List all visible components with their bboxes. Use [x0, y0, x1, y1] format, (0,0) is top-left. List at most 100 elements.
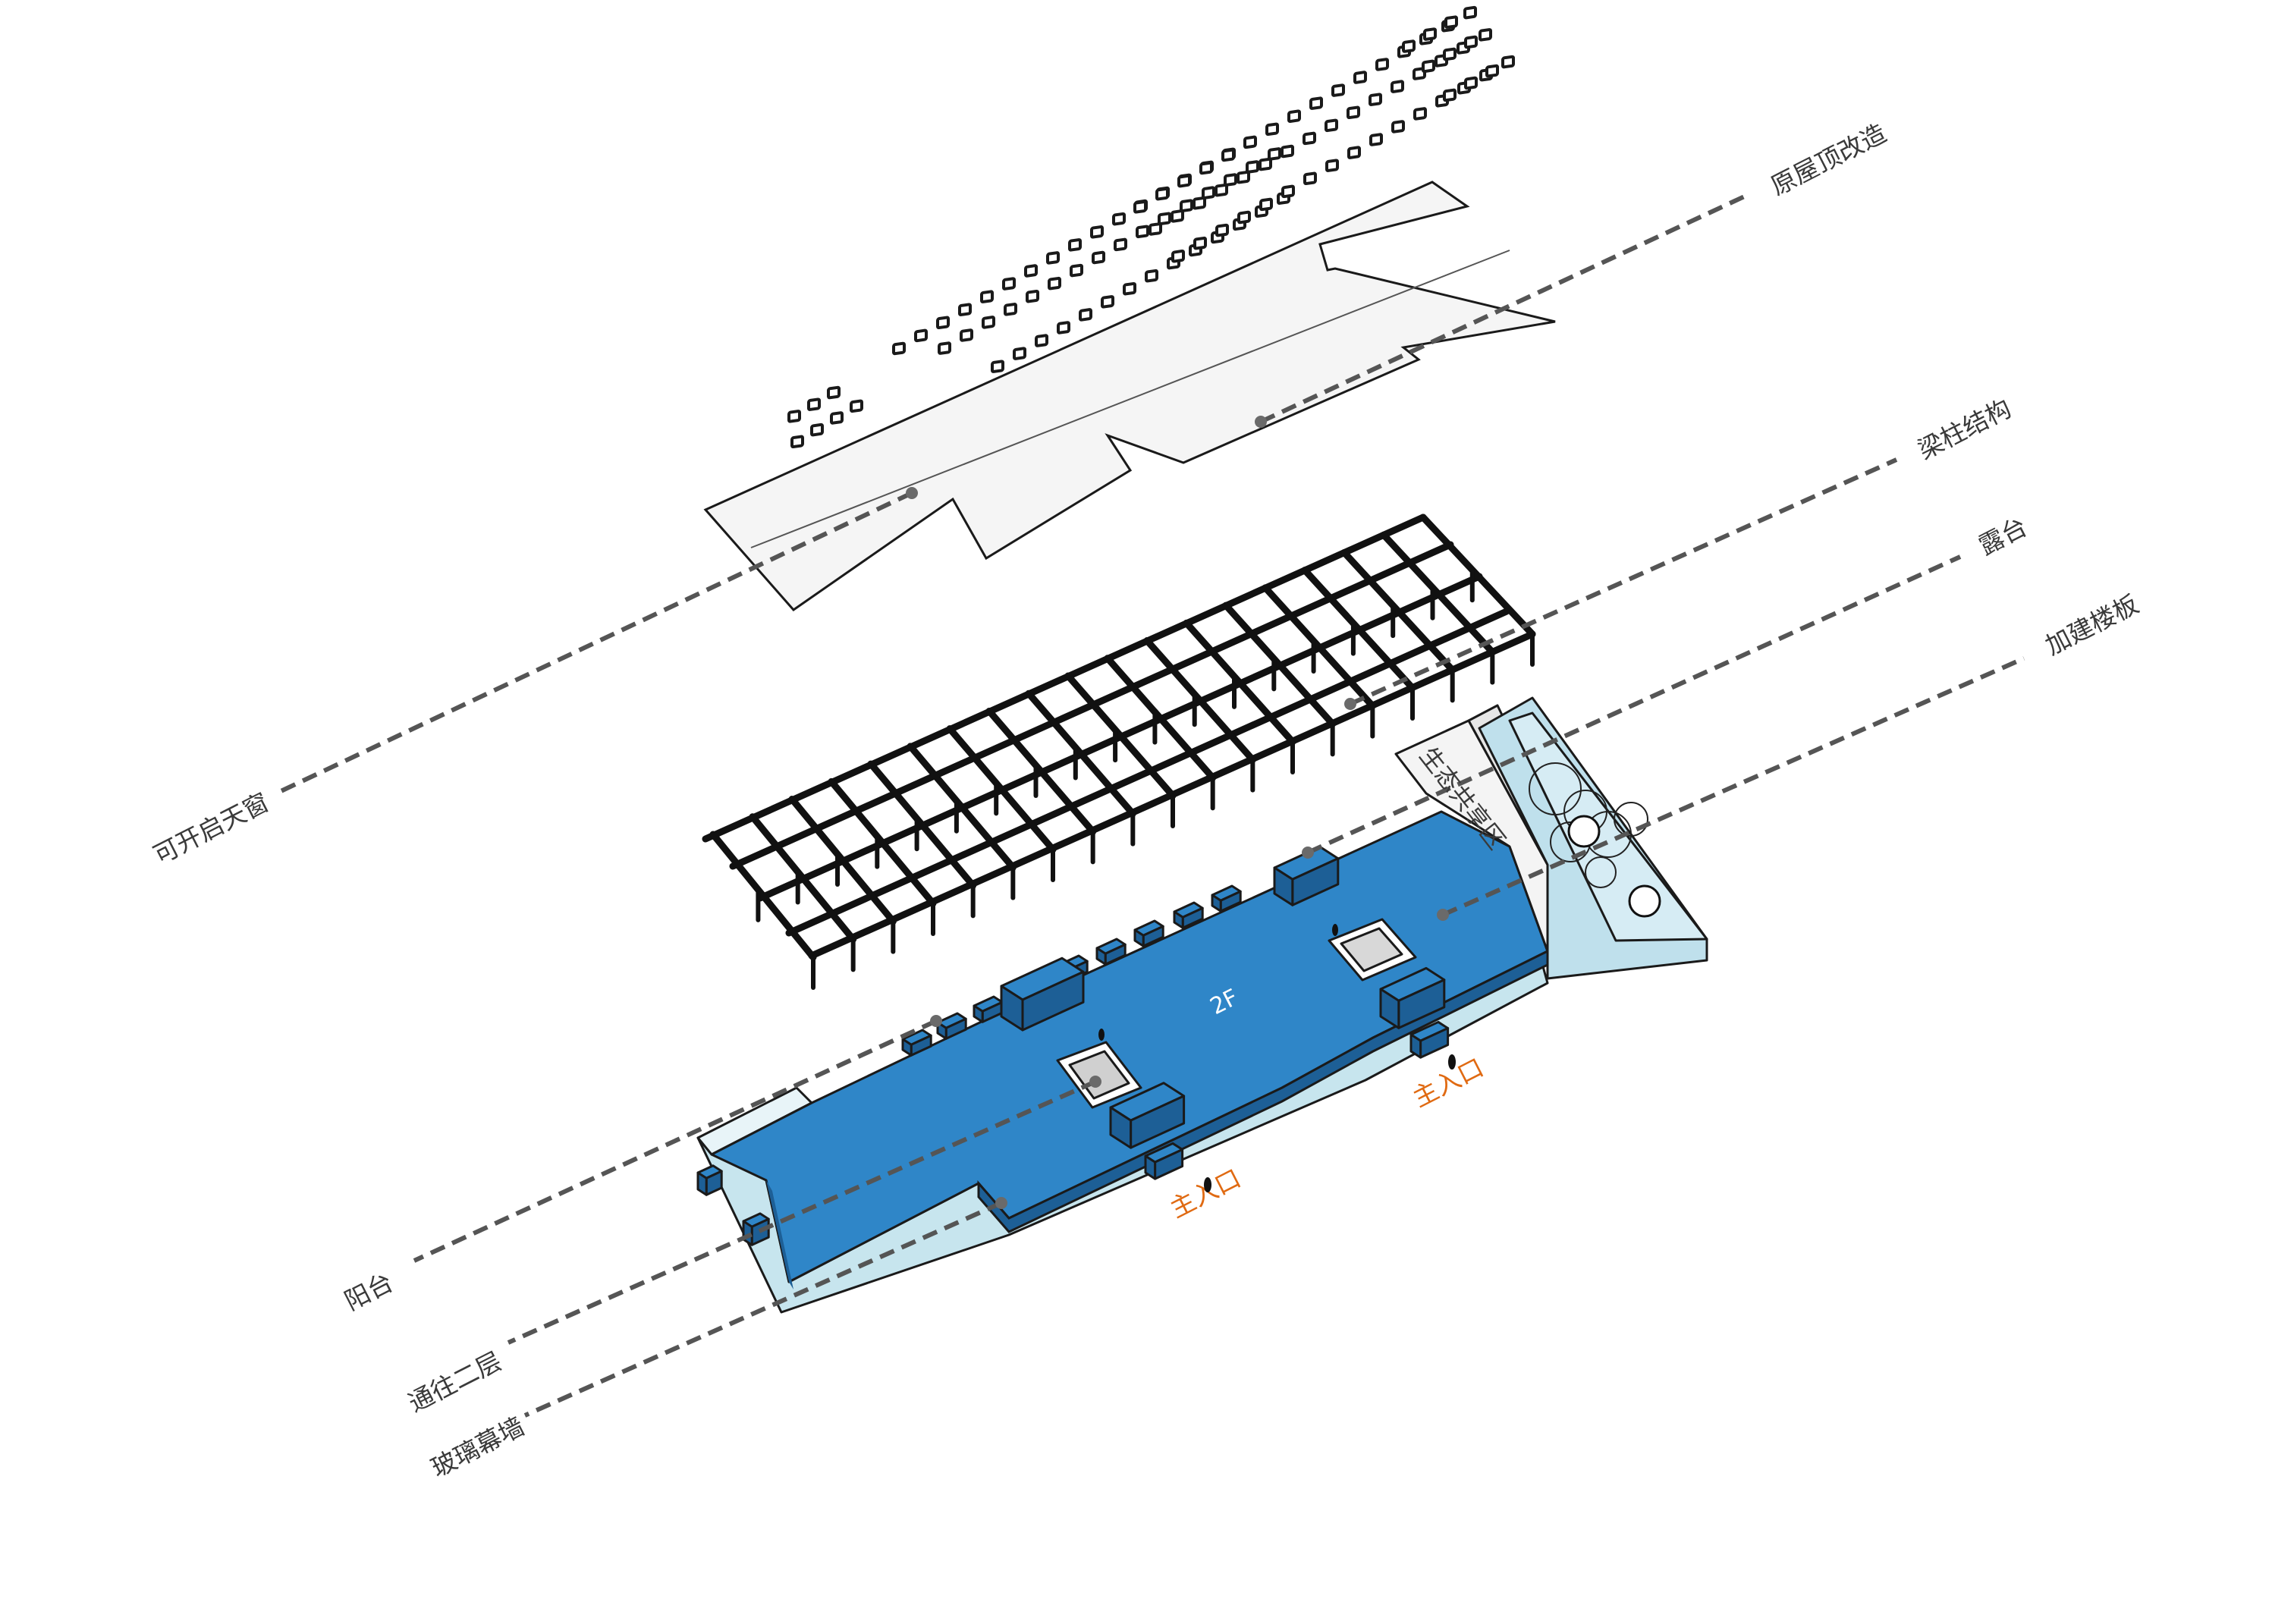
leader-dot-roof	[1255, 416, 1267, 428]
skylight-icon	[1443, 47, 1457, 61]
skylight-array	[787, 5, 1515, 449]
skylight-icon	[1048, 276, 1061, 291]
skylight-icon	[787, 410, 801, 423]
skylight-icon	[1158, 212, 1171, 226]
slab-layer	[696, 696, 1708, 1314]
skylight-icon	[1259, 197, 1273, 212]
skylight-icon	[1221, 148, 1235, 162]
skylight-icon	[914, 328, 928, 343]
skylight-icon	[1303, 171, 1317, 186]
skylight-icon	[1402, 39, 1416, 53]
skylight-icon	[1246, 160, 1259, 174]
skylight-icon	[1265, 122, 1279, 137]
skylight-icon	[1177, 174, 1191, 188]
skylight-icon	[1479, 28, 1492, 42]
balcony-box	[901, 1029, 932, 1057]
person-icon	[1204, 1177, 1211, 1192]
skylight-icon	[1013, 347, 1026, 360]
skylight-icon	[1112, 212, 1126, 226]
leader-glass-wall	[523, 1201, 1003, 1418]
skylight-icon	[1309, 96, 1323, 110]
skylight-icon	[1375, 58, 1389, 71]
cross-beam	[985, 707, 1097, 835]
label-main-entrance-left: 主入口	[1165, 1163, 1246, 1223]
skylight-icon	[1070, 263, 1083, 278]
terrace-planter-2	[1628, 884, 1661, 918]
skylight-icon	[1391, 80, 1404, 93]
skylight-icon	[1237, 210, 1251, 225]
skylight-icon	[1035, 334, 1048, 347]
skylight-icon	[1287, 109, 1301, 123]
label-beam-column: 梁柱结构	[1913, 393, 2016, 465]
cross-beam	[1340, 548, 1457, 674]
cross-beam	[907, 743, 1017, 872]
person-icon	[1098, 1029, 1105, 1041]
skylight-icon	[1149, 222, 1162, 236]
cross-beam	[788, 796, 897, 925]
stair-volume	[1000, 956, 1085, 1032]
skylight-icon	[1114, 237, 1127, 252]
skylight-icon	[1413, 107, 1427, 121]
skylight-icon	[991, 360, 1004, 373]
skylight-icon	[960, 328, 973, 342]
leader-skylights	[275, 491, 913, 796]
skylight-icon	[1444, 15, 1458, 29]
skylight-icon	[1171, 249, 1185, 263]
leader-dot-beam	[1344, 698, 1356, 710]
leader-to-second-floor	[507, 1079, 1097, 1345]
skylight-icon	[1057, 321, 1070, 335]
skylight-icon	[1369, 133, 1383, 146]
skylight-icon	[1215, 183, 1228, 197]
label-added-slab: 加建楼板	[2041, 589, 2143, 661]
leader-dot-glass	[995, 1197, 1007, 1209]
person-icon	[1332, 924, 1338, 936]
skylight-icon	[1243, 135, 1257, 149]
cross-beam	[1380, 531, 1496, 656]
skylight-icon	[1268, 147, 1281, 161]
cross-beam	[749, 813, 857, 943]
cross-beam	[867, 760, 977, 889]
skylight-icon	[1353, 71, 1367, 84]
leader-beam-column	[1349, 457, 1898, 706]
leader-balcony	[413, 1019, 938, 1263]
leader-dot-terrace	[1302, 847, 1314, 859]
leader-dot-skylights	[906, 487, 918, 499]
skylight-icon	[1281, 184, 1295, 199]
label-glass-curtain-wall: 玻璃幕墙	[426, 1411, 529, 1483]
skylight-icon	[938, 341, 951, 355]
entrance-volume-front	[1109, 1082, 1186, 1149]
skylight-icon	[936, 316, 950, 330]
roof-ridge-line	[750, 250, 1510, 548]
cross-beam	[1064, 672, 1177, 799]
leader-lines	[275, 192, 2025, 1418]
leader-dot-stair	[1089, 1076, 1101, 1088]
skylight-icon	[1123, 281, 1136, 296]
skylight-icon	[1422, 59, 1435, 74]
skylight-icon	[1259, 157, 1272, 171]
label-skylights: 可开启天窗	[149, 787, 274, 870]
cross-beam	[946, 725, 1057, 853]
leader-dot-slab	[1437, 909, 1449, 921]
cross-beam	[1104, 655, 1217, 781]
cross-beam	[1222, 602, 1337, 727]
person-icon	[1448, 1054, 1456, 1070]
leader-dot-balcony	[930, 1015, 942, 1027]
skylight-icon	[1347, 146, 1361, 159]
entrance-door-left	[1144, 1142, 1184, 1180]
balcony-box	[1173, 901, 1204, 929]
skylight-icon	[1224, 173, 1237, 187]
terrace-planter-1	[1567, 815, 1601, 848]
balcony-box	[1095, 938, 1127, 966]
cross-beam	[1262, 584, 1376, 710]
leader-terrace	[1306, 554, 1962, 855]
skylight-icon	[1215, 223, 1229, 237]
skylight-icon	[1443, 88, 1457, 102]
beam-column-structure	[702, 514, 1536, 990]
label-main-entrance-right: 主入口	[1408, 1052, 1488, 1113]
cross-beam	[1143, 637, 1256, 764]
skylight-icon	[1485, 64, 1499, 78]
terrace-top	[1508, 711, 1708, 942]
skylight-icon	[1133, 200, 1147, 214]
cross-beam	[828, 777, 937, 907]
skylight-icon	[1193, 236, 1207, 250]
